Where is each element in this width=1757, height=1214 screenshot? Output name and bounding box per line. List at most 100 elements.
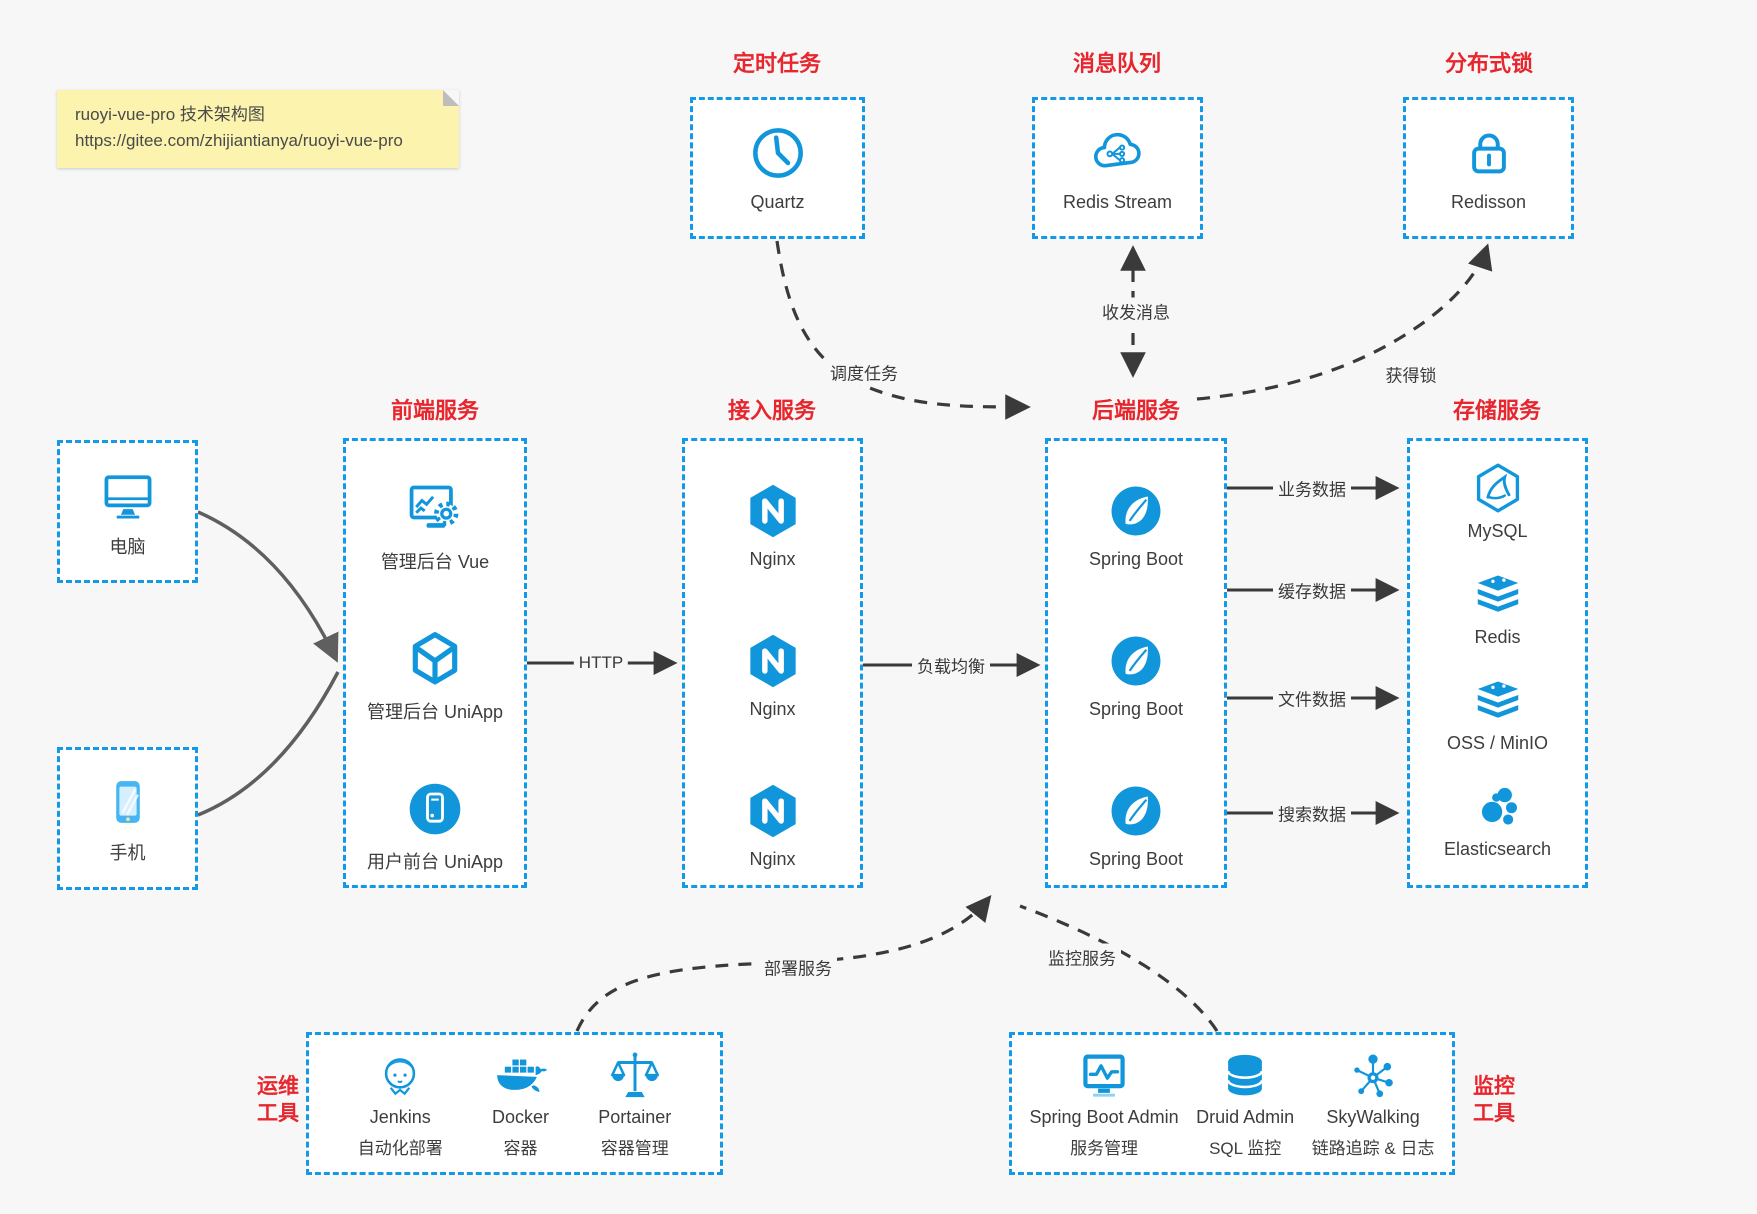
node-label-mobile: 手机	[109, 842, 146, 863]
elasticsearch-icon	[1481, 787, 1517, 825]
mobile-icon	[115, 780, 140, 823]
edge-label-messages: 收发消息	[1097, 297, 1175, 325]
node-label-admin-vue: 管理后台 Vue	[380, 551, 490, 572]
group-title-message-queue: 消息队列	[1072, 51, 1162, 76]
edge-label-cache-data: 缓存数据	[1273, 576, 1351, 604]
node-sublabel-portainer: 容器管理	[600, 1138, 669, 1158]
node-label-nginx: Nginx	[749, 849, 796, 869]
edge-acquire-lock	[1196, 243, 1493, 401]
message-queue-box: Redis Stream	[1032, 97, 1203, 239]
edge-label-monitor: 监控服务	[1043, 943, 1121, 971]
nginx-icon	[749, 484, 796, 538]
spring-boot-icon	[1111, 486, 1161, 536]
backend-box: Spring Boot Spring Boot Spring Boot	[1045, 438, 1227, 888]
monitor-item-druid: Druid Admin SQL 监控	[1196, 1049, 1294, 1159]
scheduled-tasks-box: Quartz	[690, 97, 865, 239]
node-label-mysql: MySQL	[1467, 520, 1528, 541]
group-title-frontend: 前端服务	[390, 398, 480, 423]
jenkins-icon	[385, 1057, 416, 1095]
node-label-jenkins: Jenkins	[369, 1106, 431, 1127]
group-title-ops-tools: 运维 工具	[246, 1073, 310, 1127]
edge-label-file-data: 文件数据	[1273, 684, 1351, 712]
ops-item-docker: Docker 容器	[491, 1049, 549, 1159]
ops-item-portainer: Portainer 容器管理	[598, 1049, 671, 1159]
client-mobile-box: 手机	[57, 747, 198, 890]
sticky-note: ruoyi-vue-pro 技术架构图 https://gitee.com/zh…	[57, 90, 459, 168]
group-title-gateway: 接入服务	[727, 398, 817, 423]
node-label-elasticsearch: Elasticsearch	[1443, 838, 1552, 859]
monitor-title-line1: 监控	[1473, 1075, 1515, 1098]
node-label-user-uniapp: 用户前台 UniApp	[366, 851, 504, 872]
redis-icon	[1477, 574, 1518, 612]
ops-item-jenkins: Jenkins 自动化部署	[358, 1049, 443, 1159]
note-folded-corner	[443, 90, 459, 106]
node-label-desktop: 电脑	[109, 536, 146, 557]
node-label-nginx: Nginx	[749, 549, 796, 569]
monitor-title-line2: 工具	[1473, 1102, 1515, 1125]
edge-mobile-to-frontend	[197, 671, 340, 817]
node-label-admin-uniapp: 管理后台 UniApp	[366, 701, 504, 722]
node-label-druid: Druid Admin	[1196, 1106, 1295, 1127]
group-title-storage: 存储服务	[1452, 398, 1542, 423]
mysql-icon	[1476, 463, 1519, 512]
node-sublabel-jenkins: 自动化部署	[357, 1138, 443, 1158]
storage-box: MySQL Redis OSS / MinIO	[1407, 438, 1588, 888]
node-label-portainer: Portainer	[598, 1106, 672, 1127]
ops-title-line2: 工具	[257, 1102, 299, 1125]
nginx-icon	[749, 784, 796, 838]
spring-boot-icon	[1111, 786, 1161, 836]
cloud-stream-icon	[1093, 132, 1141, 167]
group-title-scheduled-tasks: 定时任务	[732, 51, 822, 76]
edge-desktop-to-frontend	[197, 510, 339, 663]
cube-icon	[412, 631, 458, 685]
edge-label-lock: 获得锁	[1380, 360, 1442, 388]
skywalking-icon	[1354, 1053, 1393, 1097]
nginx-icon	[749, 634, 796, 688]
client-desktop-box: 电脑	[57, 440, 198, 583]
portainer-icon	[610, 1052, 659, 1097]
node-label-nginx: Nginx	[749, 699, 796, 719]
edge-label-business-data: 业务数据	[1273, 474, 1351, 502]
node-label-redis: Redis	[1474, 626, 1521, 647]
node-label-spring-boot: Spring Boot	[1088, 699, 1184, 719]
monitor-item-spring-boot-admin: Spring Boot Admin 服务管理	[1030, 1049, 1179, 1159]
druid-icon	[1227, 1054, 1264, 1095]
edge-label-http: HTTP	[573, 652, 629, 674]
node-label-spring-boot: Spring Boot	[1088, 549, 1184, 569]
storage-stack-icon	[1477, 680, 1518, 718]
lock-icon	[1471, 133, 1506, 173]
node-label-skywalking: SkyWalking	[1326, 1106, 1420, 1127]
distributed-lock-box: Redisson	[1403, 97, 1574, 239]
monitor-tools-box: Spring Boot Admin 服务管理 Druid Admin SQL 监…	[1009, 1032, 1455, 1175]
edge-label-dispatch: 调度任务	[825, 358, 903, 386]
node-sublabel-spring-boot-admin: 服务管理	[1070, 1138, 1139, 1158]
desktop-icon	[104, 474, 151, 518]
admin-vue-icon	[409, 485, 459, 528]
note-url: https://gitee.com/zhijiantianya/ruoyi-vu…	[75, 131, 403, 150]
clock-icon	[752, 127, 803, 178]
node-label-oss-minio: OSS / MinIO	[1446, 732, 1549, 753]
node-sublabel-docker: 容器	[503, 1138, 538, 1158]
edge-label-load-balance: 负载均衡	[912, 651, 990, 679]
frontend-box: 管理后台 Vue 管理后台 UniApp 用户前台 UniApp	[343, 438, 527, 888]
app-circle-icon	[409, 783, 461, 834]
group-title-monitor-tools: 监控 工具	[1462, 1073, 1526, 1127]
docker-icon	[497, 1059, 548, 1092]
node-sublabel-druid: SQL 监控	[1209, 1138, 1282, 1158]
node-label-redis-stream: Redis Stream	[1062, 191, 1173, 212]
ops-title-line1: 运维	[257, 1075, 299, 1098]
group-title-backend: 后端服务	[1091, 398, 1181, 423]
gateway-box: Nginx Nginx Nginx	[682, 438, 863, 888]
spring-boot-icon	[1111, 636, 1161, 686]
node-label-redisson: Redisson	[1450, 191, 1527, 212]
edge-label-search-data: 搜索数据	[1273, 799, 1351, 827]
node-sublabel-skywalking: 链路追踪 & 日志	[1311, 1138, 1435, 1158]
node-label-docker: Docker	[491, 1106, 549, 1127]
ops-tools-box: Jenkins 自动化部署 Docker 容器	[306, 1032, 723, 1175]
node-label-spring-boot: Spring Boot	[1088, 849, 1184, 869]
monitor-item-skywalking: SkyWalking 链路追踪 & 日志	[1311, 1049, 1435, 1159]
edge-label-deploy: 部署服务	[759, 953, 837, 981]
spring-boot-admin-icon	[1083, 1053, 1125, 1097]
group-title-distributed-lock: 分布式锁	[1444, 51, 1534, 76]
